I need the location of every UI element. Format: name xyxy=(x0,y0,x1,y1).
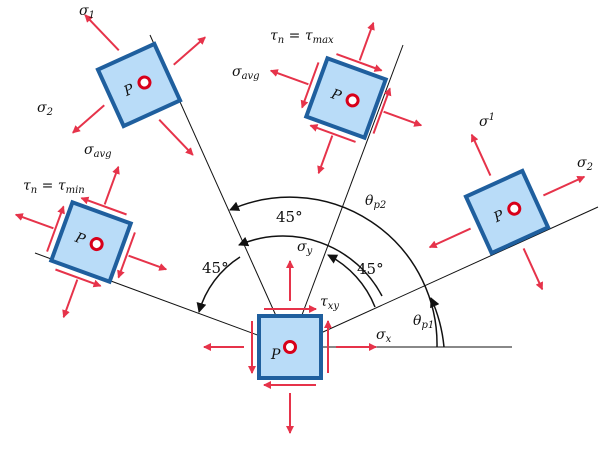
angle-45-upper-label: 45° xyxy=(276,208,303,226)
arc-45-left xyxy=(196,256,241,313)
point-p-marker xyxy=(283,340,297,354)
sigma1-top-label: σ1 xyxy=(79,3,95,21)
tau-max-bottom-arrow xyxy=(309,124,356,143)
principal-element-right: P xyxy=(428,133,586,291)
min-shear-element: P xyxy=(14,165,168,319)
angle-45-right-label: 45° xyxy=(357,260,384,278)
sigma-avg-bottom-arrow xyxy=(62,279,79,319)
point-p-marker xyxy=(89,237,104,252)
sigma2-bottom-arrow xyxy=(522,247,544,291)
labels: σx σy τxy θp1 θp2 45° 45° 45° σ1 σ2 σ1 σ… xyxy=(23,3,593,345)
sigma-avg-top-arrow xyxy=(103,165,120,205)
max-shear-element: P xyxy=(269,21,423,175)
tau-min-equation-label: τn = τmin xyxy=(23,178,85,196)
point-p-marker xyxy=(137,75,152,90)
arc-45-upper xyxy=(238,235,383,297)
sigma-avg-right-arrow xyxy=(383,110,423,127)
sigma-avg-top-label: σavg xyxy=(232,64,260,82)
tau-min-right-arrow xyxy=(117,232,136,279)
sigma2-top-arrow xyxy=(470,133,492,177)
arc-45-right xyxy=(327,254,376,308)
original-stress-element: P xyxy=(203,260,377,434)
sigma-avg-left-arrow xyxy=(269,69,309,86)
angle-45-left-label: 45° xyxy=(202,259,229,277)
sigma-x-label: σx xyxy=(376,327,392,345)
sigma1-bottom-arrow xyxy=(158,119,194,156)
tau-min-top-arrow xyxy=(80,196,127,216)
sigma1-left-arrow xyxy=(428,227,472,249)
tau-min-left-arrow xyxy=(46,205,65,252)
principal-direction-1-line xyxy=(289,206,599,348)
sigma2-left-arrow xyxy=(72,104,105,134)
sigma-avg-bottom-arrow xyxy=(317,135,334,175)
sigma-avg-left-label: σavg xyxy=(84,142,112,160)
sigma1-right-label: σ1 xyxy=(479,112,495,130)
element-square xyxy=(463,168,551,256)
point-p-marker xyxy=(507,201,522,216)
point-p-label: P xyxy=(270,347,281,363)
sigma-avg-left-arrow xyxy=(14,213,54,230)
tau-max-right-arrow xyxy=(372,87,392,134)
sigma-avg-top-arrow xyxy=(358,21,375,61)
principal-element-top-left: P xyxy=(72,14,206,156)
tau-max-top-arrow xyxy=(336,53,383,72)
sigma1-top-arrow xyxy=(84,14,120,51)
sigma2-right-label: σ2 xyxy=(577,155,593,173)
sigma2-top-label: σ2 xyxy=(37,100,53,118)
arc-theta-p2 xyxy=(229,196,438,348)
sigma-y-label: σy xyxy=(297,239,313,257)
sigma2-right-arrow xyxy=(173,36,206,66)
arc-theta-p1 xyxy=(430,297,445,348)
tau-max-equation-label: τn = τmax xyxy=(270,28,334,46)
tau-max-left-arrow xyxy=(300,62,320,109)
point-p-marker xyxy=(345,93,360,108)
tau-min-bottom-arrow xyxy=(55,268,102,288)
theta-p1-label: θp1 xyxy=(413,313,434,331)
tau-xy-label: τxy xyxy=(320,294,339,312)
theta-p2-label: θp2 xyxy=(365,193,386,211)
angle-arcs xyxy=(196,196,445,348)
sigma-avg-right-arrow xyxy=(128,254,168,271)
sigma1-right-arrow xyxy=(542,175,586,197)
